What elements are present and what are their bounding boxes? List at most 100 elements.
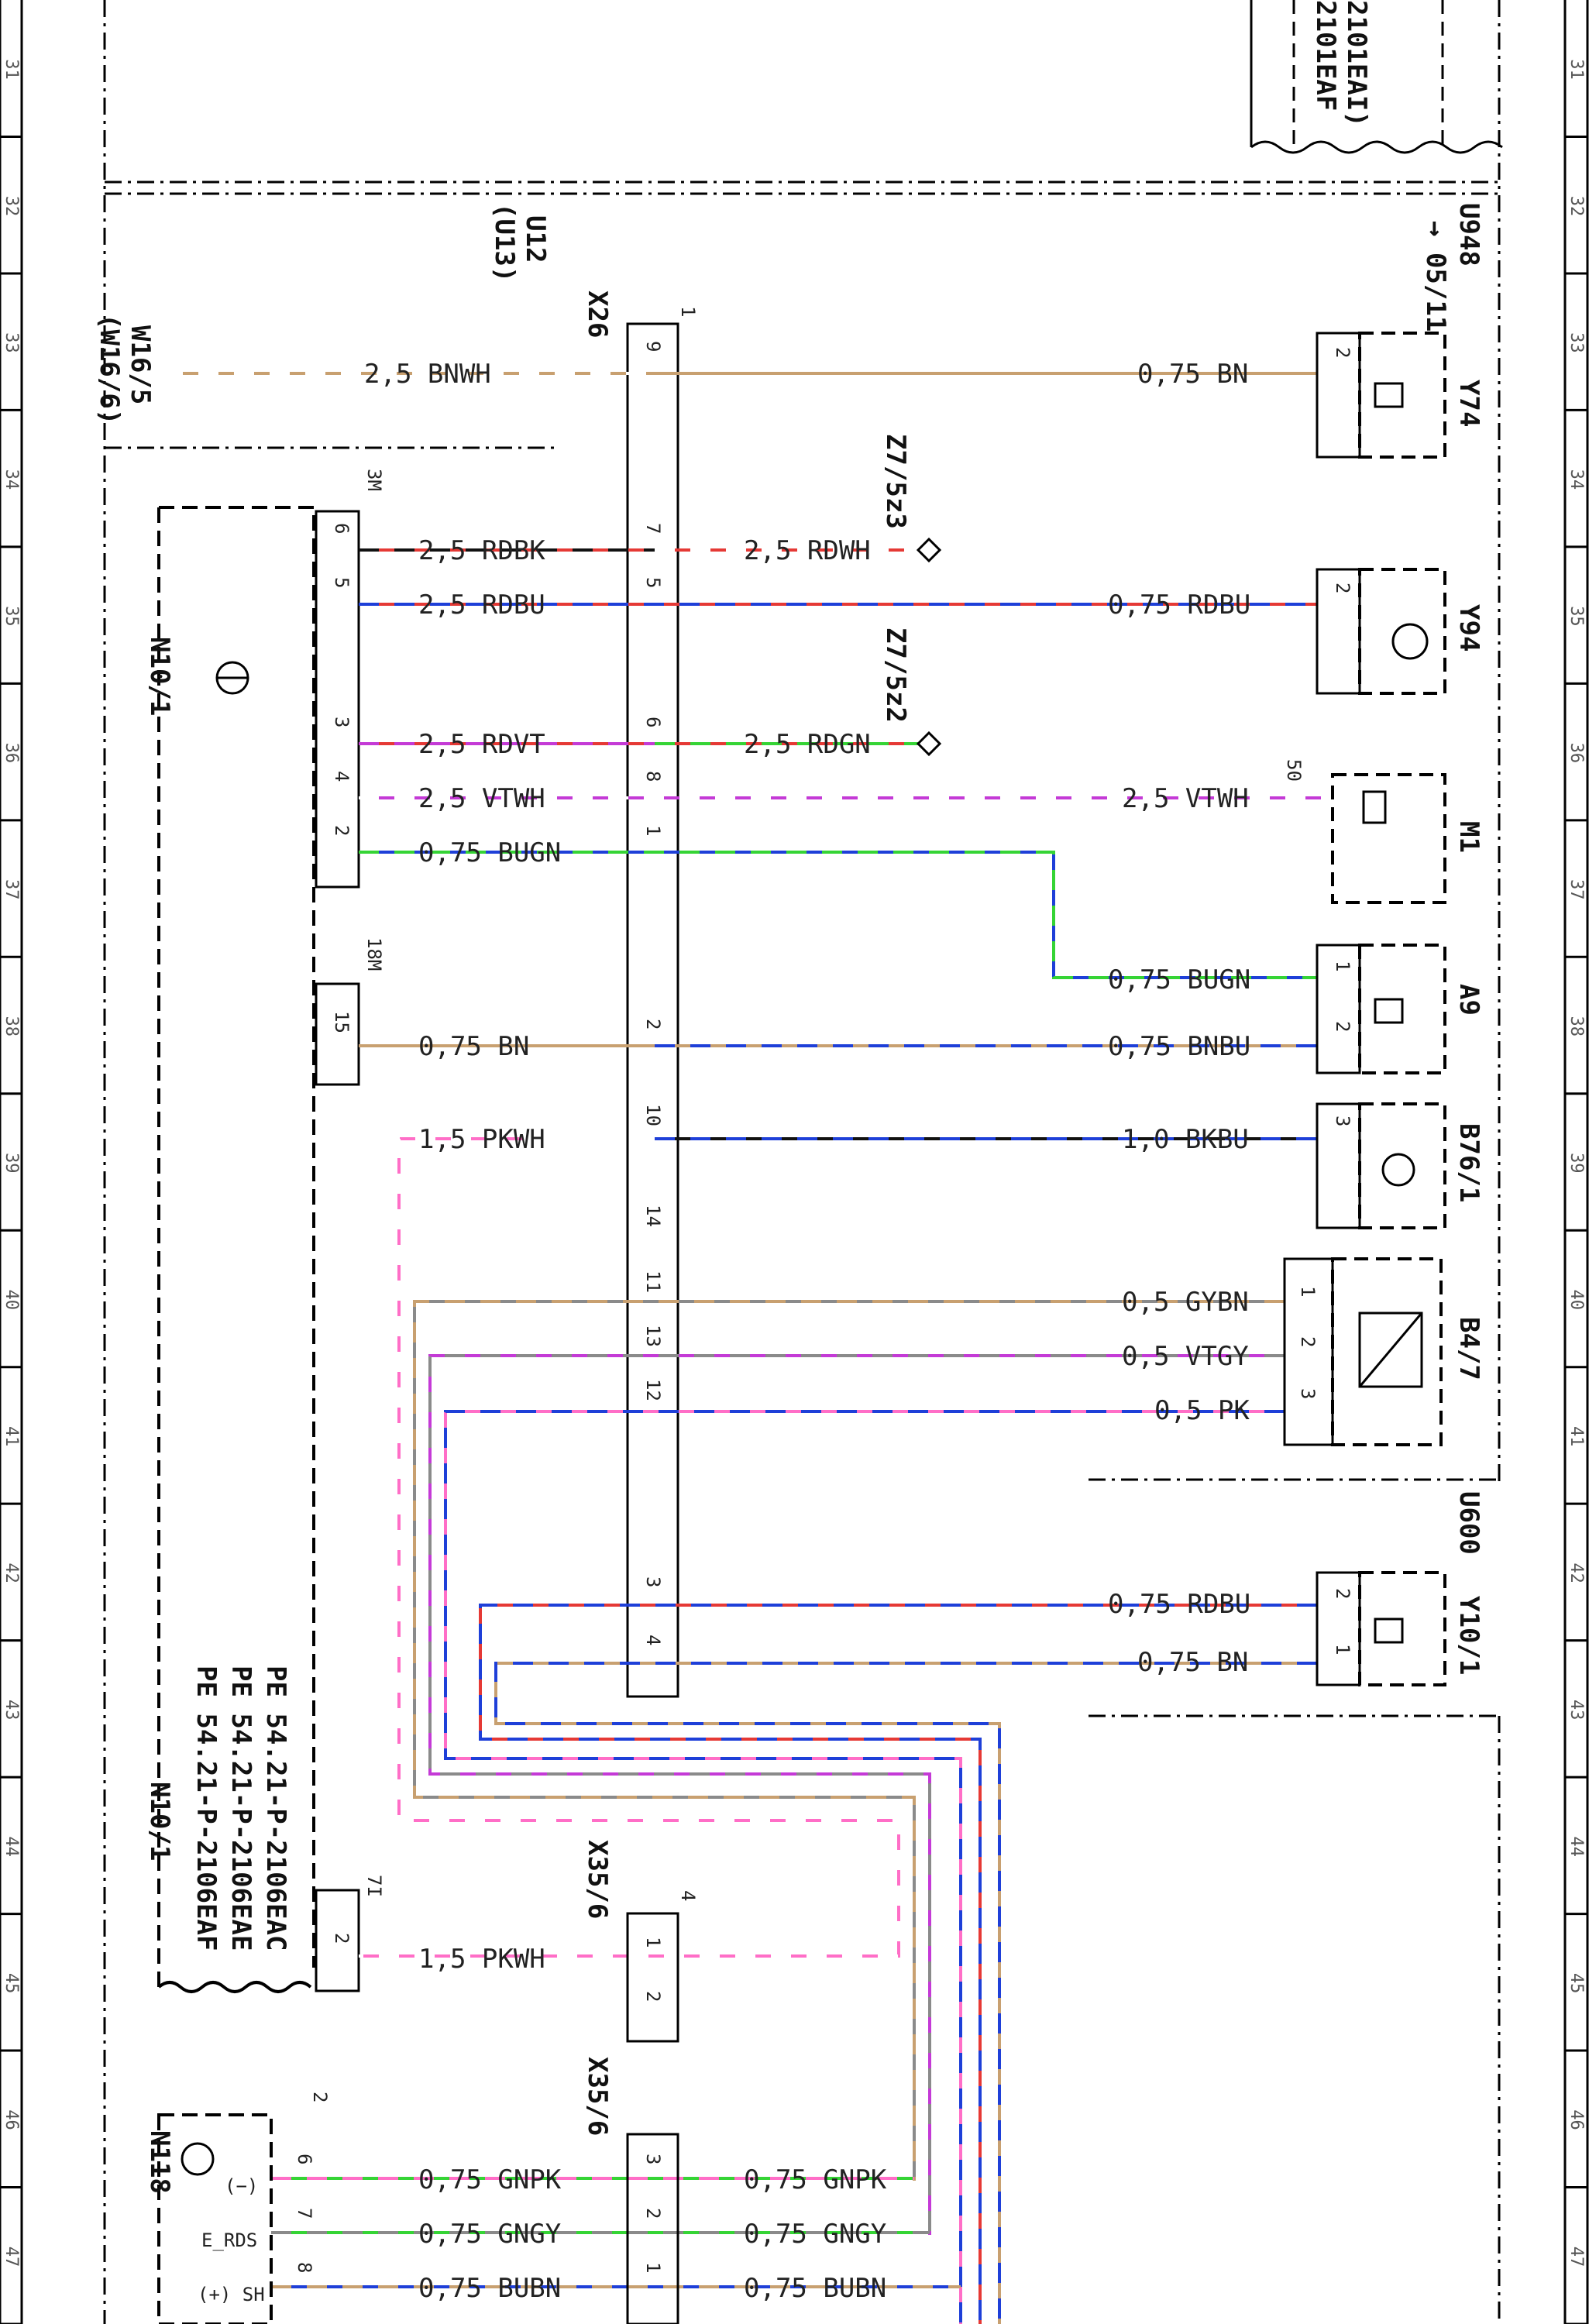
wire-label-rdbu-r: 0,75 RDBU — [1108, 590, 1250, 621]
connector-x35-6-b: X35/6 3 2 1 — [582, 2057, 679, 2324]
a9-label: A9 — [1453, 984, 1484, 1016]
x26-pin-7: 7 — [642, 523, 664, 534]
wire-label-gnpk-l: 0,75 GNPK — [418, 2164, 562, 2195]
top-box-label-2: 2101EAI) — [1341, 0, 1372, 127]
x26-pin-5: 5 — [642, 577, 664, 588]
row-num-right: 41 — [1567, 1426, 1586, 1447]
y94-label: Y94 — [1453, 604, 1484, 651]
n118-conn-label: 2 — [309, 2092, 331, 2102]
wire-bn-y10 — [494, 1662, 1317, 2324]
x26-pin-2: 2 — [642, 1019, 664, 1030]
n118-pin-8: 8 — [294, 2262, 315, 2273]
n10-pin-15: 15 — [331, 1011, 353, 1033]
n10-1-label: N10/1 — [144, 637, 175, 716]
wire-pkwh-stripe — [359, 1137, 900, 1958]
wire-label-gngy-r: 0,75 GNGY — [744, 2219, 886, 2250]
n118-minus: (−) — [225, 2175, 258, 2197]
z7-5z2-label: Z7/5z2 — [880, 627, 911, 723]
connector-x35-6-a: X35/6 4 1 2 — [582, 1840, 699, 2043]
n118-erds: E_RDS — [201, 2229, 257, 2251]
wire-label-rdgn: 2,5 RDGN — [744, 729, 871, 760]
y10-1-label: Y10/1 — [1453, 1596, 1484, 1675]
y10-pin-1: 1 — [1332, 1644, 1353, 1655]
wire-label-rdbk: 2,5 RDBK — [418, 535, 545, 566]
row-num-left: 45 — [2, 1973, 21, 1994]
row-num-left: 35 — [2, 606, 21, 627]
x26-pin-9: 9 — [642, 341, 664, 352]
component-y94: Y94 2 — [1316, 568, 1484, 695]
conn-3m-label: 3M — [363, 469, 385, 491]
m1-terminal: 50 — [1283, 759, 1305, 782]
component-b76-1: B76/1 3 — [1316, 1102, 1484, 1229]
y10-pin-2: 2 — [1332, 1588, 1353, 1599]
n118-sh: (+) SH — [198, 2284, 265, 2305]
row-num-left: 47 — [2, 2247, 21, 2267]
n10-pin-2: 2 — [331, 825, 353, 836]
row-num-right: 47 — [1567, 2247, 1586, 2267]
z7-5z3-label: Z7/5z3 — [880, 434, 911, 529]
row-num-left: 41 — [2, 1426, 21, 1447]
component-a9: A9 1 2 — [1316, 944, 1484, 1074]
x26-pin-8: 8 — [642, 771, 664, 782]
wire-label-rdvt: 2,5 RDVT — [418, 729, 545, 760]
row-num-right: 39 — [1567, 1153, 1586, 1174]
wire-bugn — [359, 851, 1317, 979]
y94-pin-2: 2 — [1332, 583, 1353, 593]
top-box-label-1: 2101EAF — [1310, 0, 1341, 111]
wire-label-rdbu-y10: 0,75 RDBU — [1108, 1589, 1250, 1620]
wire-label-bugn-r: 0,75 BUGN — [1108, 964, 1250, 995]
wire-label-gnpk-r: 0,75 GNPK — [744, 2164, 887, 2195]
row-num-right: 45 — [1567, 1973, 1586, 1994]
u12-label: U12 — [520, 215, 551, 263]
row-num-left: 39 — [2, 1153, 21, 1174]
wire-bn-y10-stripe — [494, 1662, 1317, 2324]
b47-pin-3: 3 — [1297, 1388, 1319, 1399]
u13-label: (U13) — [489, 203, 520, 282]
row-num-right: 33 — [1567, 332, 1586, 353]
y74-pin-2: 2 — [1332, 347, 1353, 358]
w16-5-label: W16/5 — [125, 325, 156, 404]
notes: PE 54.21-P-2106EAC PE 54.21-P-2106EAE PE… — [191, 1666, 291, 1951]
conn-7i-body — [315, 1889, 360, 1992]
row-num-right: 31 — [1567, 59, 1586, 80]
wire-label-bnbu: 0,75 BNBU — [1108, 1031, 1250, 1062]
row-num-left: 32 — [2, 196, 21, 216]
wire-label-vtgy: 0,5 VTGY — [1122, 1341, 1249, 1372]
row-num-right: 40 — [1567, 1289, 1586, 1310]
wire-vtgy-stripe — [428, 1354, 1285, 2235]
x26-pin-14: 14 — [642, 1205, 664, 1227]
b47-pin-1: 1 — [1297, 1286, 1319, 1297]
z7-5z3-node — [916, 537, 942, 563]
wire-label-rdbu-l: 2,5 RDBU — [418, 590, 545, 621]
w16-6-label: (W16/6) — [94, 314, 125, 425]
wire-vtgy — [428, 1354, 1285, 2235]
n10-1-label-b: N10/1 — [144, 1782, 175, 1861]
row-num-right: 42 — [1567, 1563, 1586, 1583]
wire-label-bn-18m: 0,75 BN — [418, 1031, 529, 1062]
x35a-pin-2: 2 — [642, 1991, 664, 2002]
n10-pin-2b: 2 — [331, 1933, 353, 1944]
x35-6a-pin-label: 4 — [677, 1890, 699, 1901]
row-num-right: 46 — [1567, 2109, 1586, 2130]
wire-labels: 2,5 BNWH 0,75 BN 2,5 RDBK 2,5 RDWH 2,5 R… — [364, 359, 1250, 2304]
wire-label-pkwh-2: 1,5 PKWH — [418, 1944, 545, 1975]
wire-label-bnwh: 2,5 BNWH — [364, 359, 491, 390]
row-num-left: 33 — [2, 332, 21, 353]
b76-pin-3: 3 — [1332, 1116, 1353, 1126]
z7-5z2-node — [916, 731, 942, 757]
wire-gybn-stripe — [413, 1300, 1285, 2181]
wire-bugn-stripe — [359, 851, 1317, 979]
row-num-right: 43 — [1567, 1700, 1586, 1721]
wire-label-pk: 0,5 PK — [1154, 1395, 1250, 1426]
wire-label-pkwh: 1,5 PKWH — [418, 1124, 545, 1155]
n118-pin-7: 7 — [294, 2208, 315, 2219]
conn-18m-label: 18M — [363, 937, 385, 971]
row-num-right: 37 — [1567, 879, 1586, 900]
top-partial-box: 2101EAF 2101EAI) — [1250, 0, 1503, 154]
wire-gybn — [413, 1300, 1285, 2181]
x35b-pin-1: 1 — [642, 2262, 664, 2273]
frame-lines — [103, 0, 1501, 2324]
row-num-left: 38 — [2, 1016, 21, 1037]
